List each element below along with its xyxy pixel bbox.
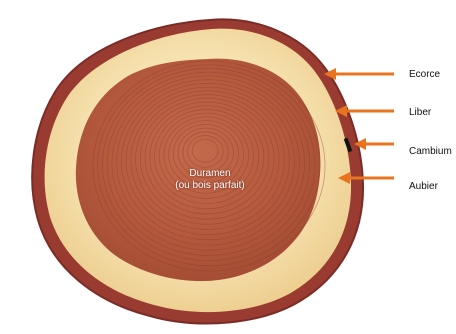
arrow-liber (335, 105, 394, 117)
label-ecorce: Ecorce (409, 69, 440, 81)
label-cambium: Cambium (409, 146, 452, 158)
label-duramen: Duramen (140, 168, 280, 179)
label-liber: Liber (409, 107, 431, 119)
label-aubier: Aubier (409, 181, 438, 193)
arrow-ecorce (324, 68, 394, 80)
label-duramen-subtitle: (ou bois parfait) (140, 180, 280, 191)
arrow-cambium (354, 138, 394, 150)
arrow-aubier (338, 172, 394, 184)
